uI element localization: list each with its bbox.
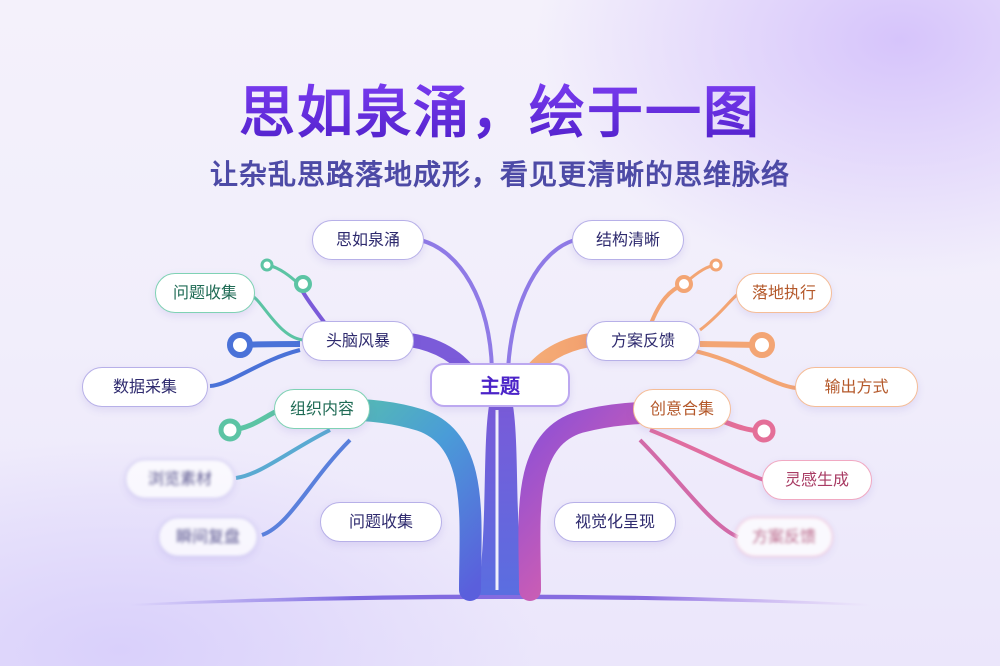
node-brainstorm[interactable]: 头脑风暴 <box>302 321 414 361</box>
node-landing[interactable]: 落地执行 <box>736 273 832 313</box>
marker-circle <box>749 332 775 358</box>
marker-circle <box>709 258 723 272</box>
node-plan-feedback[interactable]: 方案反馈 <box>735 517 833 557</box>
node-feedback[interactable]: 方案反馈 <box>586 321 700 361</box>
left-arc <box>289 398 482 601</box>
node-left-bottom[interactable]: 问题收集 <box>320 502 442 542</box>
marker-circle <box>294 275 312 293</box>
node-creative[interactable]: 创意合集 <box>633 389 731 429</box>
page-subtitle: 让杂乱思路落地成形，看见更清晰的思维脉络 <box>209 158 790 191</box>
marker-circle <box>227 332 253 358</box>
node-problem-collect[interactable]: 问题收集 <box>155 273 255 313</box>
node-output[interactable]: 输出方式 <box>795 367 918 407</box>
node-visual[interactable]: 视觉化呈现 <box>554 502 676 542</box>
node-recall[interactable]: 瞬间复盘 <box>158 517 258 557</box>
node-inspiration[interactable]: 灵感生成 <box>762 460 872 500</box>
node-browse[interactable]: 浏览素材 <box>125 459 235 499</box>
node-right-top[interactable]: 结构清晰 <box>572 220 684 260</box>
marker-circle <box>218 418 242 442</box>
trunk <box>478 400 524 595</box>
node-organize[interactable]: 组织内容 <box>274 389 370 429</box>
node-left-top[interactable]: 思如泉涌 <box>312 220 424 260</box>
page-title: 思如泉涌，绘于一图 <box>0 80 1000 148</box>
right-arc <box>518 401 691 601</box>
node-data-collect[interactable]: 数据采集 <box>82 367 208 407</box>
marker-circle <box>752 419 776 443</box>
ground-line <box>130 594 870 606</box>
root-node[interactable]: 主题 <box>430 363 570 407</box>
marker-circle <box>260 258 274 272</box>
marker-circle <box>675 275 693 293</box>
